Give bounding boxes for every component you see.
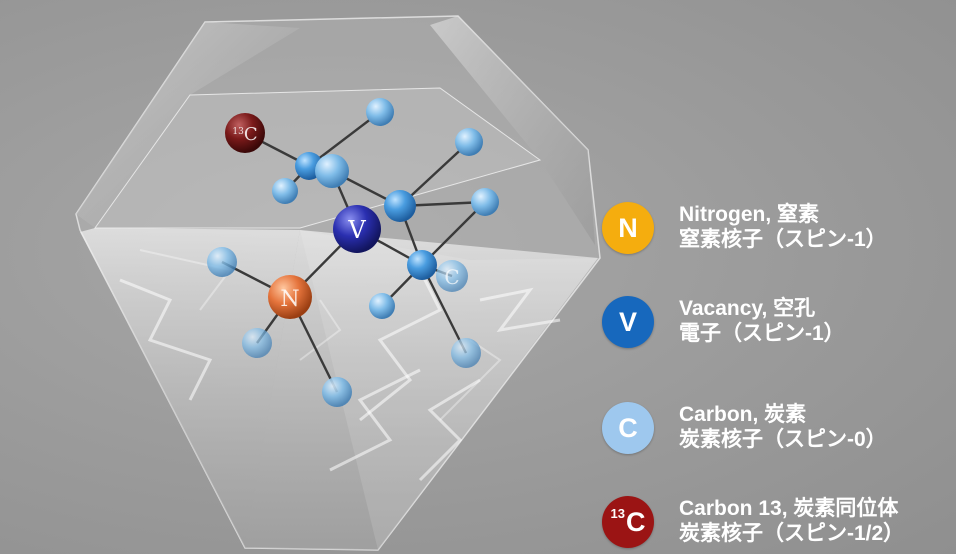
diamond-crystal: [75, 15, 601, 551]
legend-labels: Carbon 13, 炭素同位体 炭素核子（スピン-1/2）: [679, 496, 904, 546]
legend-desc: 電子（スピン-1）: [679, 322, 845, 345]
vacancy-atom-label: V: [347, 216, 366, 244]
carbon-atom: [436, 260, 468, 292]
legend-desc: 炭素核子（スピン-0）: [679, 428, 887, 451]
carbon13-atom: [225, 113, 265, 153]
carbon-atom: [315, 154, 349, 188]
vacancy-atom: [333, 205, 381, 253]
nitrogen-atom-label: N: [280, 287, 299, 312]
legend-desc: 炭素核子（スピン-1/2）: [679, 522, 905, 545]
legend-name: Nitrogen, 窒素: [679, 203, 819, 226]
carbon-atom: [369, 293, 395, 319]
legend-name: Carbon 13, 炭素同位体: [679, 497, 899, 520]
carbon-atom-label: C: [444, 265, 459, 289]
carbon-atom: [207, 247, 237, 277]
legend-name: Vacancy, 空孔: [679, 297, 816, 320]
carbon-atom: [455, 128, 483, 156]
vacancy-badge: V: [602, 296, 654, 348]
carbon-atom: [407, 250, 437, 280]
legend-labels: Nitrogen, 窒素 窒素核子（スピン-1）: [679, 202, 887, 252]
carbon-atom: [322, 377, 352, 407]
carbon-atom: [384, 190, 416, 222]
legend-desc: 窒素核子（スピン-1）: [679, 228, 887, 251]
legend-item-carbon: C Carbon, 炭素 炭素核子（スピン-0）: [602, 398, 956, 458]
nitrogen-badge-symbol: N: [618, 212, 638, 243]
legend-labels: Vacancy, 空孔 電子（スピン-1）: [679, 296, 845, 346]
legend-name: Carbon, 炭素: [679, 403, 807, 426]
nitrogen-atom: [268, 275, 312, 319]
carbon-badge-symbol: C: [618, 412, 638, 443]
vacancy-badge-symbol: V: [618, 306, 637, 337]
carbon13-badge-symbol: C: [625, 506, 646, 537]
nitrogen-badge: N: [602, 202, 654, 254]
legend-item-nitrogen: N Nitrogen, 窒素 窒素核子（スピン-1）: [602, 198, 956, 258]
carbon-atom: [242, 328, 272, 358]
legend-item-vacancy: V Vacancy, 空孔 電子（スピン-1）: [602, 292, 956, 352]
carbon-atom: [366, 98, 394, 126]
carbon-badge: C: [602, 402, 654, 454]
legend-labels: Carbon, 炭素 炭素核子（スピン-0）: [679, 402, 887, 452]
carbon-atom: [451, 338, 481, 368]
carbon13-badge-superscript: 13: [610, 505, 625, 521]
carbon-atom: [272, 178, 298, 204]
carbon13-atom-label: 13C: [232, 124, 257, 145]
carbon-atom: [471, 188, 499, 216]
